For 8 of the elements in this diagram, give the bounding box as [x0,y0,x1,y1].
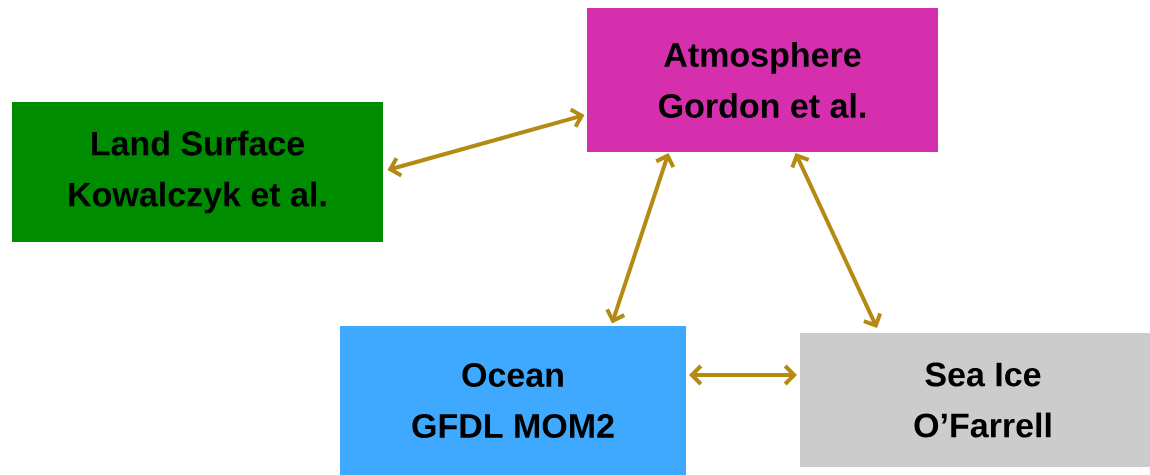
double-arrow [689,364,797,386]
model-box: Atmosphere Gordon et al. [587,8,938,152]
model-box: Ocean GFDL MOM2 [340,326,686,475]
double-arrow [790,153,883,328]
model-box: Sea Ice O’Farrell [800,333,1150,467]
double-arrow [605,153,676,324]
double-arrow [387,107,585,178]
model-box: Land Surface Kowalczyk et al. [12,102,383,242]
